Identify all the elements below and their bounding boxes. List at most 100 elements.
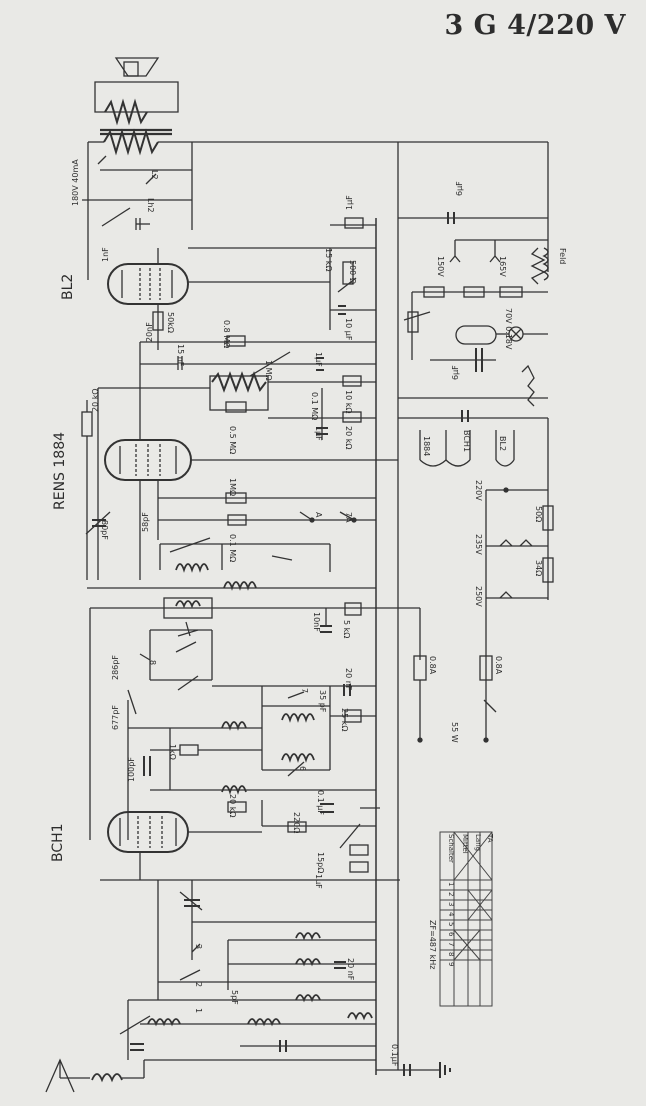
- resistor-20k: [81, 411, 93, 437]
- label-01uf: 0.1 µF: [316, 790, 325, 815]
- resistor-coil-r: [521, 364, 535, 407]
- label-20nf-c: 20 nF: [346, 958, 355, 981]
- label-235v: 235V: [474, 534, 483, 555]
- label-180v: 180V 40mA: [71, 159, 80, 206]
- fuse-08a-b: [479, 655, 493, 681]
- label-55w: 55 W: [450, 722, 459, 743]
- resistor-20k-b: [342, 411, 362, 423]
- heater-bl2: [495, 459, 515, 467]
- coil-icon-9: [295, 958, 321, 967]
- label-heater-bch1: BCH1: [462, 430, 471, 452]
- resistor-1k: [179, 744, 199, 756]
- label-50k: 50kΩ: [166, 312, 175, 333]
- label-6uf-b: 6µF: [451, 365, 460, 380]
- volume-pot-arrow: [249, 351, 291, 377]
- bch1-tube-icon: [107, 811, 189, 853]
- label-500: 500 Ω: [348, 260, 357, 284]
- label-70v: 70V 0.18V: [504, 308, 513, 350]
- label-01m-b: 0.1 MΩ: [228, 534, 237, 562]
- label-150v: 150V: [436, 256, 445, 277]
- rens1884-tube-icon: [104, 439, 192, 481]
- ground-icon: [439, 1062, 451, 1078]
- label-286pf: 286pF: [111, 655, 120, 680]
- label-08a-b: 0.8A: [494, 656, 503, 675]
- switch-table: [439, 831, 493, 1007]
- antenna-coil-icon: [91, 1073, 123, 1083]
- resistor-5k: [344, 602, 362, 616]
- resistor-50k: [152, 311, 164, 331]
- label-20k-c: 20 kΩ: [228, 794, 237, 817]
- table-header-schalter: Schalter: [447, 834, 455, 863]
- tone-coil-icon: [211, 371, 267, 393]
- primary-winding-icon: [103, 128, 159, 156]
- table-col-2: 2: [447, 892, 455, 896]
- label-heater-1884: 1884: [422, 436, 431, 456]
- resistor-220: [287, 821, 307, 833]
- loudspeaker-icon: [114, 57, 160, 77]
- label-10uf: 10 µF: [344, 318, 353, 341]
- label-15nf: 15 nF: [176, 344, 185, 367]
- table-col-4: 4: [447, 912, 455, 917]
- heater-bch1: [445, 459, 471, 467]
- label-heater-bl2: BL2: [498, 436, 507, 451]
- field-coil-icon: [530, 247, 546, 285]
- tube-label-bl2: BL2: [60, 273, 76, 300]
- label-switch-7a: 7A: [344, 512, 353, 523]
- label-677pf: 677pF: [111, 705, 120, 730]
- resistor-25k: [344, 709, 362, 723]
- coil-icon-1: [175, 563, 209, 573]
- table-col-3: 3: [447, 902, 455, 906]
- coil-icon-8: [295, 932, 321, 941]
- label-165v: 165V: [498, 256, 507, 277]
- label-20k: 20 kΩ: [344, 426, 353, 449]
- label-50ohm: 50Ω: [534, 506, 543, 522]
- resistor-08m: [226, 335, 246, 347]
- label-15pf: 15pΩ: [316, 852, 325, 873]
- label-08a: 0.8A: [428, 656, 437, 675]
- voice-coil-icon: [104, 98, 148, 126]
- resistor-1m: [225, 492, 247, 504]
- label-6uf: 6µF: [455, 181, 464, 196]
- label-zf: ZF=487 kHz: [428, 920, 437, 969]
- table-row-lang: Lang: [474, 834, 482, 851]
- table-col-1: 1: [447, 882, 455, 886]
- label-220: 220Ω: [292, 812, 301, 833]
- table-row-ta: TA: [486, 833, 494, 843]
- label-1uf: 1µF: [345, 195, 354, 210]
- resistor-01m: [227, 514, 247, 526]
- resistor-150v: [423, 286, 445, 298]
- coil-icon-4: [281, 713, 315, 723]
- speaker-frame: [94, 81, 179, 113]
- capacitor-1uf-top: [344, 217, 364, 229]
- label-100pf: 100pF: [127, 757, 136, 782]
- label-1m: 1 MΩ: [264, 360, 273, 381]
- resistor-34ohm: [542, 557, 554, 583]
- label-l2: L2: [150, 170, 159, 180]
- label-35pf: 35 pF: [318, 690, 327, 713]
- label-lh2: Lh2: [146, 198, 155, 213]
- coil-icon-2: [223, 581, 257, 591]
- nf-cap-trimmer: [101, 207, 131, 227]
- coil-icon-10: [295, 994, 321, 1003]
- label-01uf-b: 0.1µF: [390, 1044, 399, 1067]
- label-switch-2: 2: [194, 982, 203, 987]
- label-switch-1: 1: [194, 1008, 203, 1013]
- label-5pf: 5pF: [230, 990, 239, 1005]
- table-col-8: 8: [447, 952, 455, 956]
- label-1uf-d: 1µF: [314, 874, 323, 889]
- bl2-tube-icon: [107, 263, 189, 305]
- label-20k-b: 20 kΩ: [91, 389, 100, 412]
- antenna-icon: [45, 1058, 90, 1093]
- label-10k: 10 kΩ: [344, 390, 353, 413]
- heater-1884: [419, 459, 447, 467]
- label-25k: 25 kΩ: [340, 708, 349, 731]
- table-col-5: 5: [447, 922, 455, 926]
- tube-label-rens1884: RENS 1884: [52, 431, 68, 510]
- label-34ohm: 34Ω: [534, 560, 543, 576]
- label-switch-3: 3: [194, 944, 203, 949]
- label-220v: 220V: [474, 480, 483, 501]
- tube-label-bch1: BCH1: [50, 823, 66, 862]
- label-5k: 5 kΩ: [342, 620, 351, 638]
- table-col-9: 9: [447, 962, 455, 966]
- label-20nf-b: 20 nF: [344, 668, 353, 691]
